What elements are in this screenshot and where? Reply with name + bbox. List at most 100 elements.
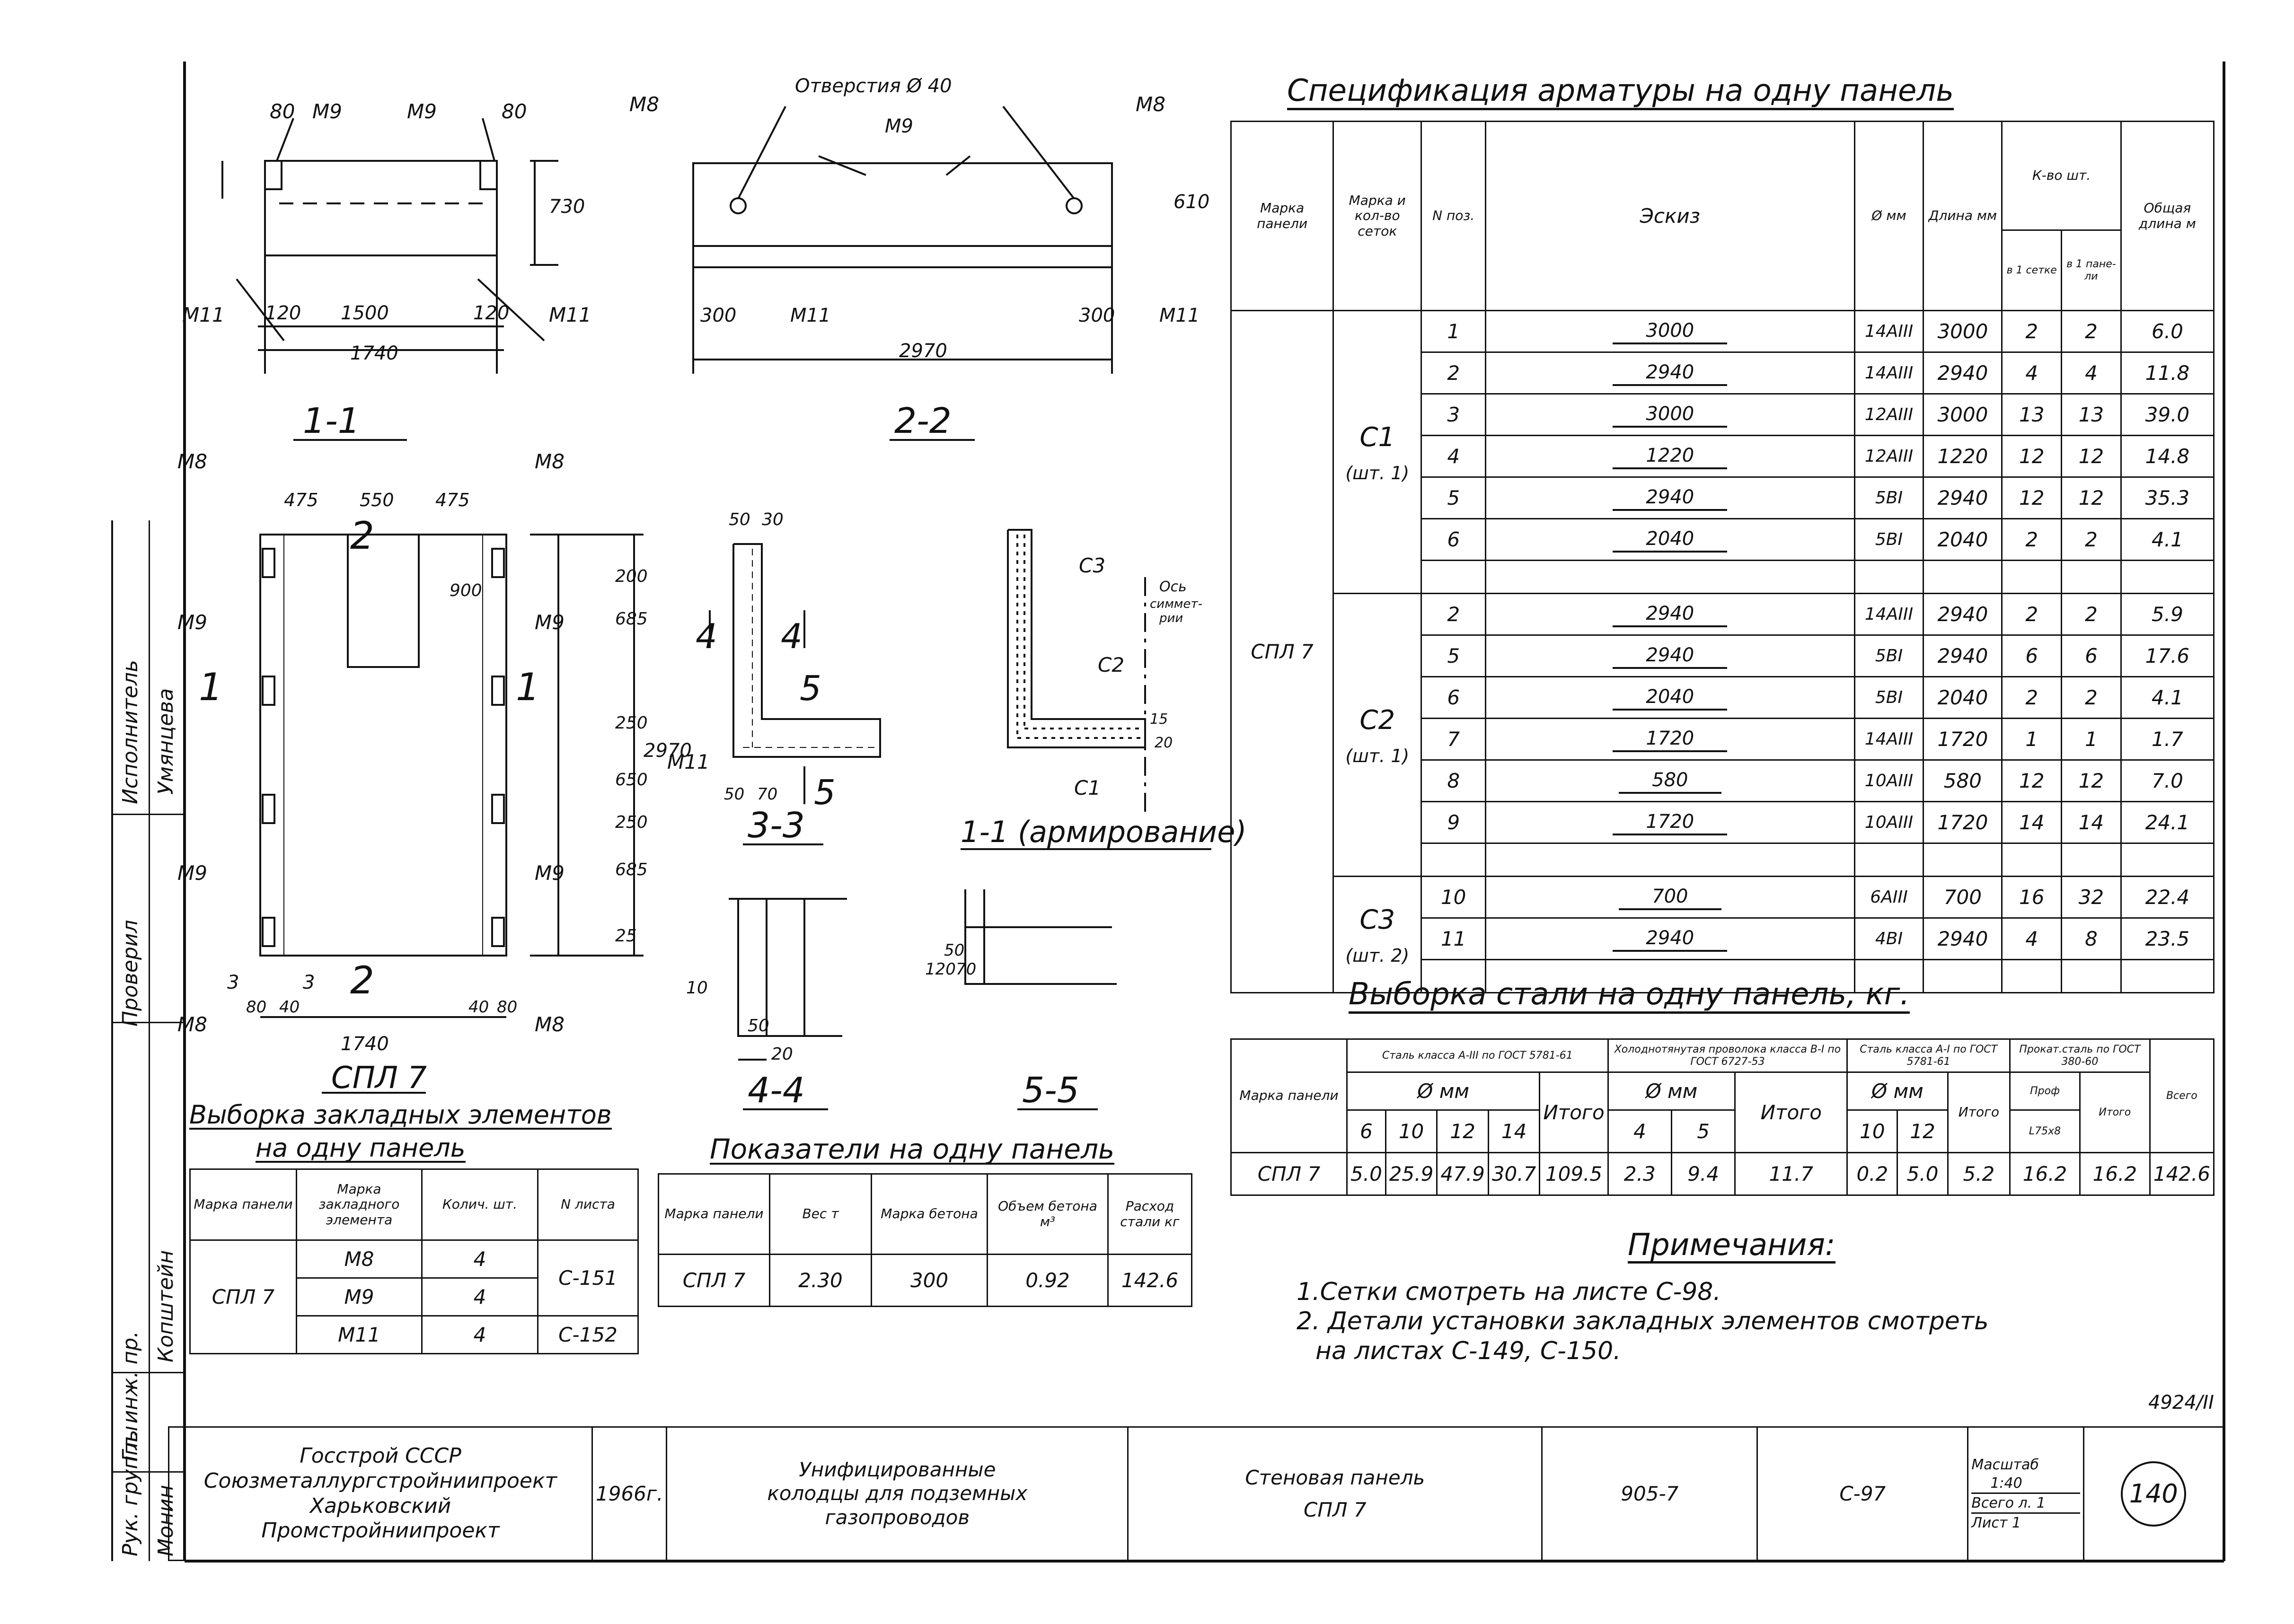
sig-name-1: Копштейн xyxy=(154,1250,178,1362)
spec-cell-mesh: 1 xyxy=(2001,718,2063,761)
spec-cell-pos: 4 xyxy=(1421,435,1487,478)
steel-h-a1-total: Итого xyxy=(1947,1071,2011,1153)
s55-label: 5-5 xyxy=(1022,1070,1079,1111)
steel-r-a1-1: 5.0 xyxy=(1897,1152,1949,1196)
s11-dim-120b: 120 xyxy=(473,302,509,324)
stamp-scale-block: Масштаб 1:40 Всего л. 1 Лист 1 xyxy=(1967,1426,2085,1561)
s11a-dim-20: 20 xyxy=(1155,735,1173,751)
spec-blank-cell xyxy=(1421,959,1487,993)
steel-h-a1-dia: Ø мм xyxy=(1846,1071,1949,1111)
spec-h-length: Длина мм xyxy=(1923,121,2003,311)
stamp-proj-3: газопроводов xyxy=(825,1505,970,1529)
s33-dim-50b: 50 xyxy=(724,785,744,804)
spec-blank-cell xyxy=(2001,843,2063,877)
ind-h-volume: Объем бетона м³ xyxy=(987,1173,1109,1255)
spec-cell-total: 4.1 xyxy=(2120,676,2215,719)
spec-group-count: (шт. 1) xyxy=(1345,745,1410,766)
spec-blank-cell xyxy=(2120,959,2215,993)
sig-name-0: Монин xyxy=(154,1484,178,1556)
spec-cell-pos: 6 xyxy=(1421,518,1487,561)
spec-sketch-bar: 3000 xyxy=(1613,320,1728,344)
pe-dim-40b: 40 xyxy=(468,998,489,1017)
spec-sketch-bar: 2940 xyxy=(1613,927,1728,952)
stamp-page-cell: 140 xyxy=(2083,1426,2224,1561)
pe-dim-250b: 250 xyxy=(615,813,648,832)
s22-m11-left: М11 xyxy=(790,305,830,326)
pe-section-3-left: 3 xyxy=(227,972,239,993)
spec-cell-length: 2940 xyxy=(1923,476,2003,519)
spec-sketch-bar: 2940 xyxy=(1613,603,1728,627)
pe-dim-550: 550 xyxy=(360,490,394,510)
spec-cell-sketch: 1220 xyxy=(1485,435,1855,478)
pe-section-1-right: 1 xyxy=(516,665,540,709)
pe-m8-tr: М8 xyxy=(535,450,565,473)
emb-qty-1: 4 xyxy=(421,1277,538,1317)
steel-d-prof-l: L75x8 xyxy=(2009,1109,2081,1153)
spec-cell-dia: 14АIII xyxy=(1853,718,1924,761)
steel-h-wire: Холоднотянутая проволока класса В-I по Г… xyxy=(1607,1038,1848,1073)
spec-cell-mesh: 2 xyxy=(2001,593,2063,636)
ind-r-volume: 0.92 xyxy=(987,1254,1109,1307)
pe-section-2-top: 2 xyxy=(350,514,374,558)
spec-cell-mesh: 12 xyxy=(2001,435,2063,478)
spec-cell-pos: 8 xyxy=(1421,759,1487,802)
spec-cell-total: 4.1 xyxy=(2120,518,2215,561)
stamp-org-3: Харьковский xyxy=(309,1493,451,1518)
s11a-c3: С3 xyxy=(1079,554,1105,577)
pe-dim-40a: 40 xyxy=(279,998,300,1017)
s11-m11-right: М11 xyxy=(549,303,591,326)
spec-cell-panel: 12 xyxy=(2061,435,2122,478)
pe-dim-475a: 475 xyxy=(284,490,318,510)
stamp-series: 905-7 xyxy=(1541,1426,1758,1561)
spec-h-mark: Марка панели xyxy=(1230,121,1334,311)
pe-dim-2970: 2970 xyxy=(644,740,692,762)
steel-d-a3-1: 10 xyxy=(1385,1109,1438,1153)
stamp-org: Госстрой СССР Союзметаллургстройниипроек… xyxy=(168,1426,593,1561)
pe-m8-bl: М8 xyxy=(177,1013,207,1036)
spec-sketch-bar: 2940 xyxy=(1613,361,1728,386)
spec-cell-mesh: 6 xyxy=(2001,634,2063,677)
s33-section-5a: 5 xyxy=(800,668,821,708)
steel-d-wire-0: 4 xyxy=(1607,1109,1672,1153)
spec-blank-cell xyxy=(2061,560,2122,594)
signature-strip xyxy=(111,520,186,1561)
spec-sketch-bar: 2940 xyxy=(1613,644,1728,669)
stamp-sheets-total: Всего л. 1 xyxy=(1971,1492,2081,1512)
spec-cell-panel: 2 xyxy=(2061,676,2122,719)
s11-label: 1-1 xyxy=(303,401,360,441)
spec-cell-pos: 10 xyxy=(1421,876,1487,919)
s33-dim-30: 30 xyxy=(762,510,784,529)
stamp-org-1: Госстрой СССР xyxy=(300,1443,461,1468)
s22-label: 2-2 xyxy=(894,401,952,441)
spec-panel-mark: СПЛ 7 xyxy=(1230,310,1334,993)
spec-blank-cell xyxy=(1485,560,1855,594)
pe-m9-l2: М9 xyxy=(177,861,207,885)
spec-cell-dia: 10АIII xyxy=(1853,801,1924,844)
steel-d-wire-1: 5 xyxy=(1670,1109,1736,1153)
spec-cell-length: 580 xyxy=(1923,759,2003,802)
spec-sketch-bar: 580 xyxy=(1619,769,1721,794)
s22-dim-2970: 2970 xyxy=(899,340,947,362)
steel-r-a3-total: 109.5 xyxy=(1539,1152,1609,1196)
spec-cell-mesh: 4 xyxy=(2001,351,2063,395)
spec-cell-mesh: 2 xyxy=(2001,518,2063,561)
sig-role-2: Проверил xyxy=(118,920,142,1027)
steel-h-mark: Марка панели xyxy=(1230,1038,1348,1153)
ind-h-weight: Вес т xyxy=(769,1173,872,1255)
steel-r-a3-2: 47.9 xyxy=(1436,1152,1489,1196)
spec-cell-pos: 6 xyxy=(1421,676,1487,719)
spec-cell-panel: 13 xyxy=(2061,393,2122,436)
spec-group-name: С2 xyxy=(1359,705,1395,736)
section-1-1-drawing xyxy=(221,118,558,374)
spec-cell-total: 1.7 xyxy=(2120,718,2215,761)
stamp-org-4: Промстройниипроект xyxy=(261,1519,500,1543)
spec-cell-total: 6.0 xyxy=(2120,310,2215,353)
s11-dim-80b: 80 xyxy=(502,100,527,123)
